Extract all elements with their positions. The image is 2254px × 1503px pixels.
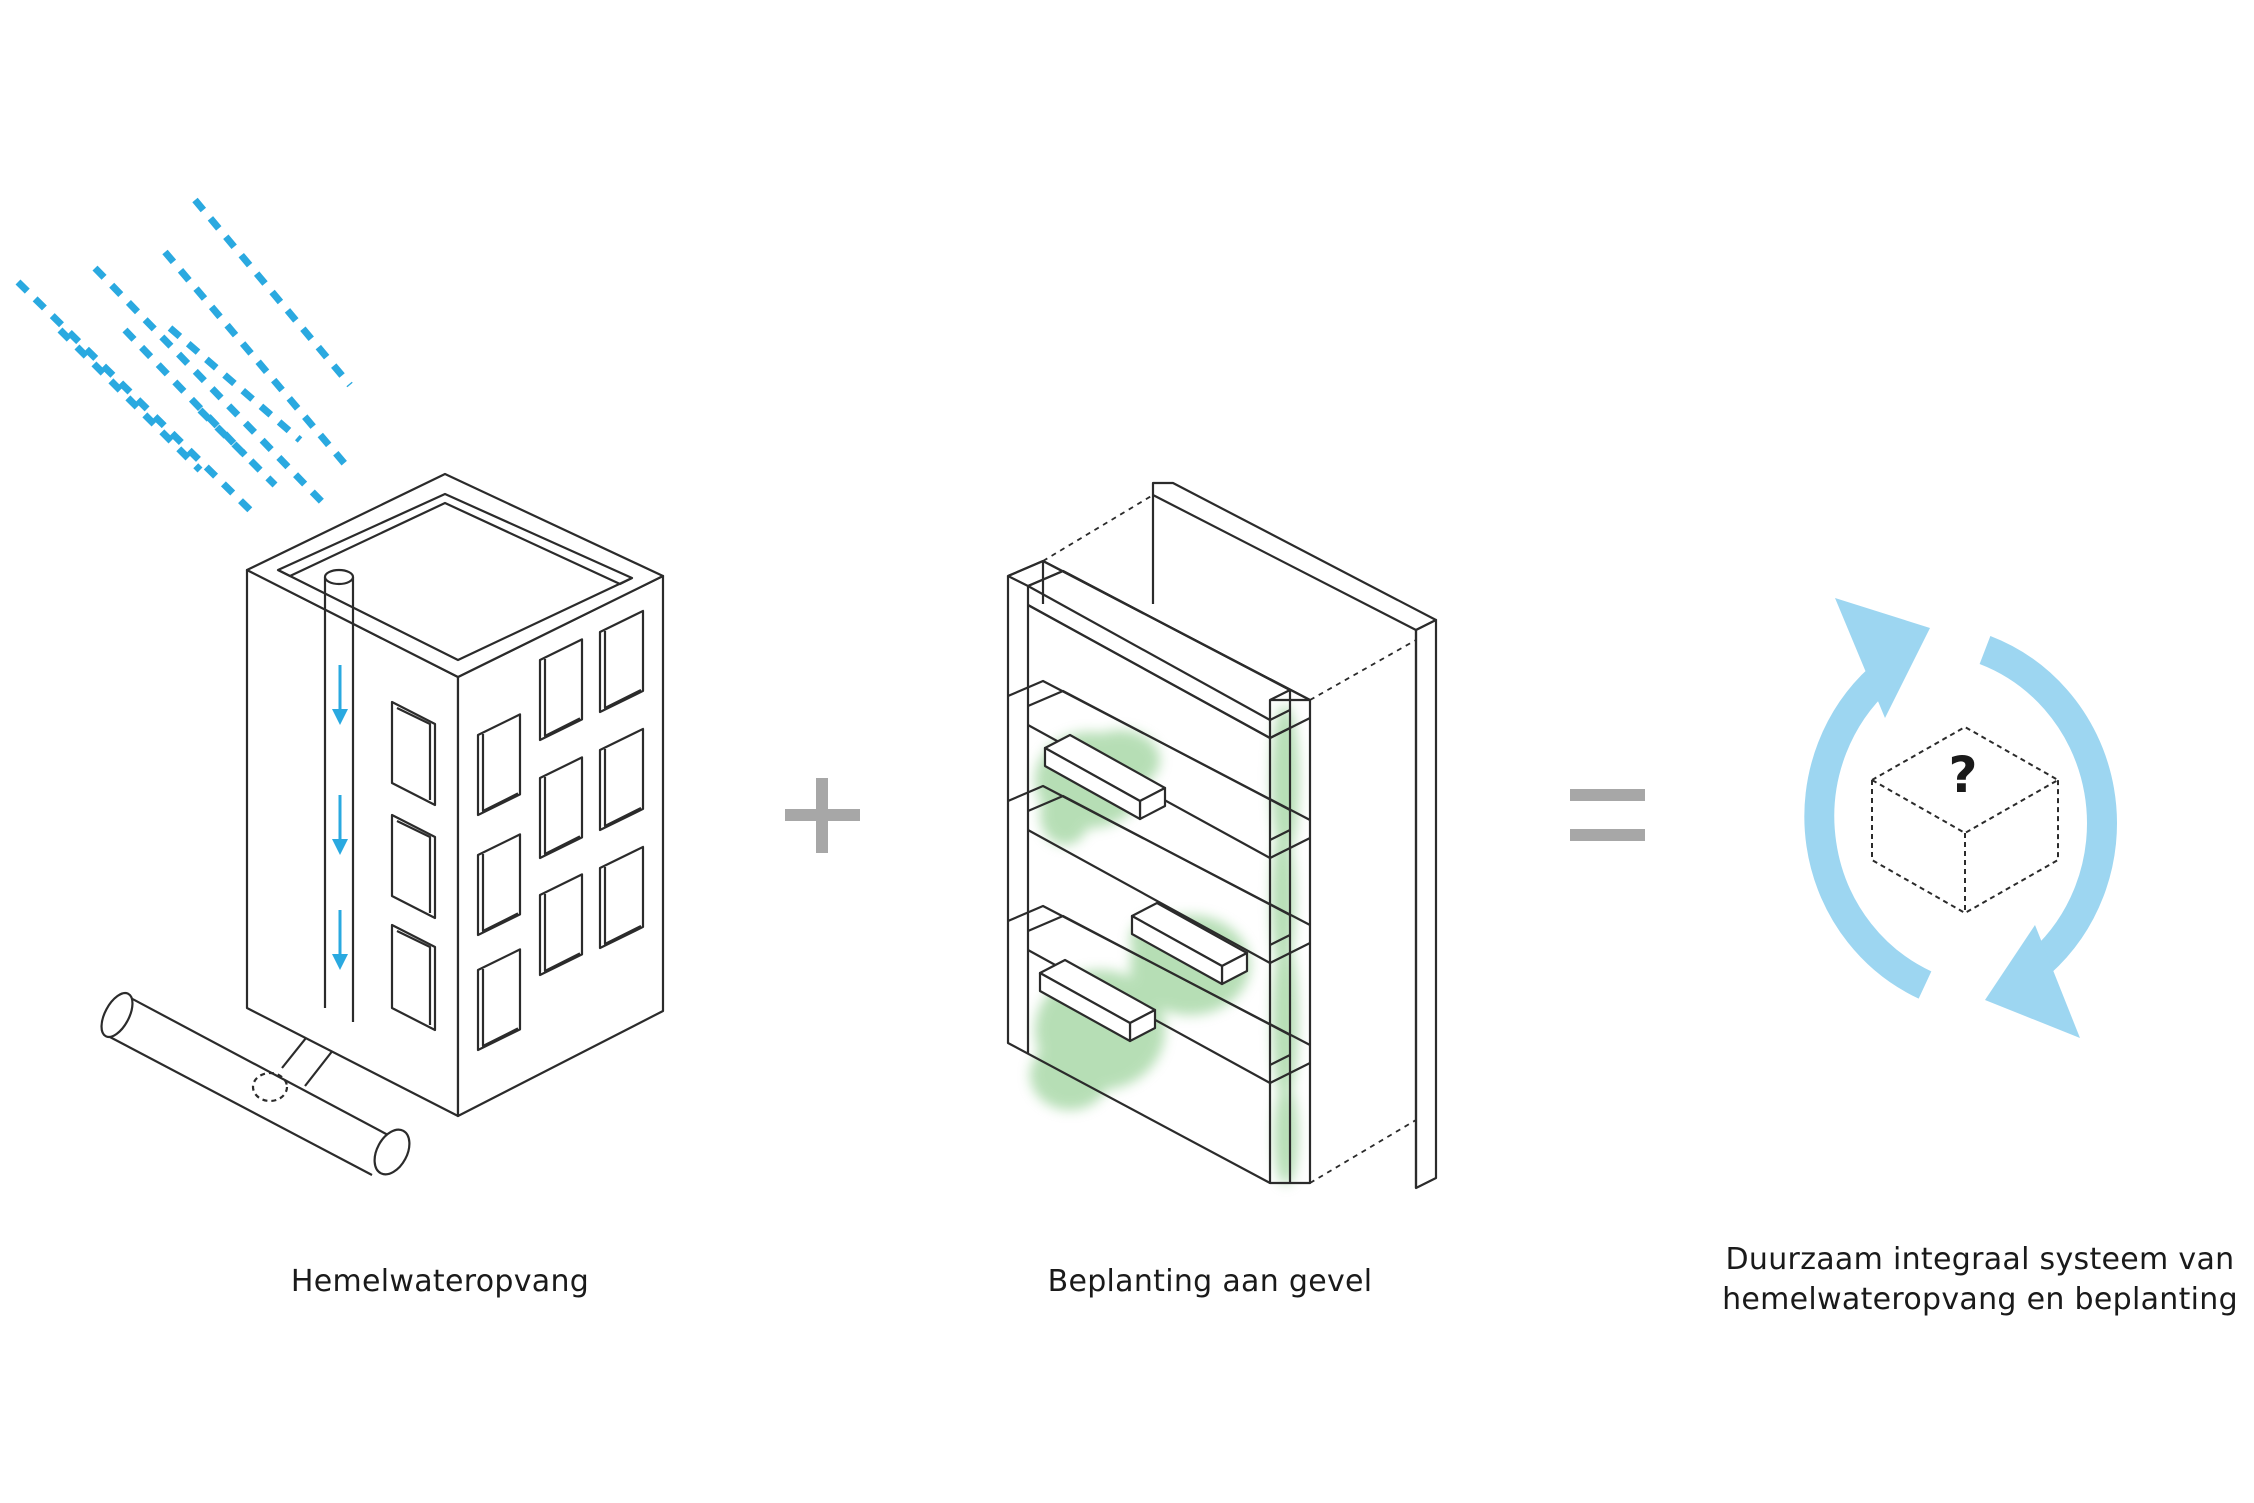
dashed-cube-icon xyxy=(1869,725,2061,915)
window xyxy=(476,713,522,817)
rain-streak xyxy=(167,325,303,443)
cycle-arrowheads xyxy=(1835,598,2080,1038)
arrow-down-icon xyxy=(332,665,348,725)
window xyxy=(538,638,584,742)
arrow-down-icon xyxy=(332,795,348,855)
label-rainwater-collection: Hemelwateropvang xyxy=(290,1264,590,1299)
rain-streak xyxy=(92,265,328,508)
label-facade-planting: Beplanting aan gevel xyxy=(1047,1264,1373,1299)
label-integrated-system-line-2: hemelwateropvang en beplanting xyxy=(1722,1282,2238,1317)
rain-streak xyxy=(162,249,353,473)
rear-wall-side xyxy=(1414,618,1438,1190)
question-mark: ? xyxy=(1948,746,1977,804)
panel-facade-planting xyxy=(1006,481,1438,1190)
rain-streak xyxy=(15,279,253,513)
panel-integrated-system: ? xyxy=(1804,598,2117,1038)
facade-shelf xyxy=(1007,784,1311,965)
rain-streak xyxy=(57,327,203,473)
plus-operator xyxy=(785,778,860,853)
label-integrated-system-line-1: Duurzaam integraal systeem van xyxy=(1725,1242,2235,1277)
window xyxy=(476,833,522,937)
rain-streak xyxy=(197,407,278,488)
arrow-down-icon xyxy=(332,910,348,970)
building xyxy=(245,472,665,1118)
arrow-down-icon xyxy=(332,665,348,970)
panel-rainwater xyxy=(15,197,665,1176)
cycle-arrows-icon xyxy=(1804,636,2117,999)
rear-wall-top xyxy=(1151,481,1438,632)
rain-icon xyxy=(15,197,353,513)
window xyxy=(598,727,645,832)
window xyxy=(598,845,645,950)
rain-streak xyxy=(192,197,353,388)
label-integrated-system: Duurzaam integraal systeem van hemelwate… xyxy=(1690,1240,2254,1320)
facade-shelf xyxy=(1007,559,1311,740)
window xyxy=(598,609,645,714)
rain-streak xyxy=(122,327,248,458)
window xyxy=(538,873,584,977)
window xyxy=(476,948,522,1052)
equals-operator xyxy=(1570,789,1645,841)
window xyxy=(538,756,584,860)
